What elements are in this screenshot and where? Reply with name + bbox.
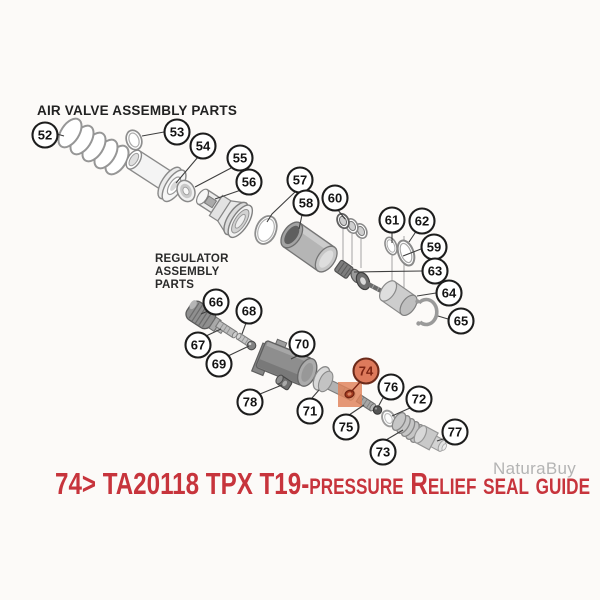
caption: 74> TA20118 TPX T19-pressure Relief seal… <box>55 466 591 501</box>
callout-65: 65 <box>447 307 475 335</box>
callout-66: 66 <box>202 288 230 316</box>
svg-text:61: 61 <box>385 213 399 228</box>
part-64-piston-drawing <box>378 280 418 317</box>
part-78-plug-drawing <box>275 374 293 391</box>
callout-52: 52 <box>31 121 59 149</box>
svg-text:65: 65 <box>454 314 468 329</box>
svg-text:52: 52 <box>38 128 52 143</box>
callout-73: 73 <box>369 438 397 466</box>
callout-59: 59 <box>420 233 448 261</box>
part-76-nut-drawing <box>372 405 383 415</box>
callout-77: 77 <box>441 418 469 446</box>
svg-text:76: 76 <box>384 380 398 395</box>
part-53-oring-drawing <box>125 129 143 151</box>
callout-62: 62 <box>408 207 436 235</box>
svg-text:72: 72 <box>412 392 426 407</box>
svg-text:60: 60 <box>328 191 342 206</box>
callout-68: 68 <box>235 297 263 325</box>
callout-69: 69 <box>205 350 233 378</box>
callout-70: 70 <box>288 330 316 358</box>
part-62-oring-drawing <box>396 239 416 267</box>
svg-text:53: 53 <box>170 125 184 140</box>
part-72-oring-drawing <box>381 409 396 428</box>
svg-text:64: 64 <box>442 286 457 301</box>
svg-text:66: 66 <box>209 295 223 310</box>
part-57-oring-drawing <box>254 215 278 245</box>
part-77-cap-drawing <box>413 425 447 452</box>
part-69-ball-drawing <box>246 340 257 351</box>
callout-55: 55 <box>226 144 254 172</box>
svg-text:63: 63 <box>428 264 442 279</box>
callout-54: 54 <box>189 132 217 160</box>
part-55-washer-drawing <box>176 179 196 203</box>
svg-text:71: 71 <box>303 404 317 419</box>
leader-lines <box>56 131 449 442</box>
callout-64: 64 <box>435 279 463 307</box>
callout-72: 72 <box>405 385 433 413</box>
svg-text:68: 68 <box>242 304 256 319</box>
callout-71: 71 <box>296 397 324 425</box>
svg-text:59: 59 <box>427 240 441 255</box>
part-67-pin-drawing <box>214 319 238 339</box>
svg-text:58: 58 <box>299 196 313 211</box>
svg-text:74: 74 <box>359 364 374 379</box>
part-60-orings-drawing <box>336 212 368 239</box>
callout-76: 76 <box>377 373 405 401</box>
svg-text:55: 55 <box>233 151 247 166</box>
svg-text:57: 57 <box>293 173 307 188</box>
leader-line-74 <box>350 380 362 393</box>
alignment-lines <box>342 229 405 289</box>
svg-text:70: 70 <box>295 337 309 352</box>
part-58-sleeve-drawing <box>280 221 338 273</box>
svg-text:78: 78 <box>243 395 257 410</box>
callout-61: 61 <box>378 206 406 234</box>
svg-text:56: 56 <box>242 175 256 190</box>
callout-78: 78 <box>236 388 264 416</box>
callout-60: 60 <box>321 184 349 212</box>
svg-text:67: 67 <box>191 338 205 353</box>
air-valve-title: AIR VALVE ASSEMBLY PARTS <box>37 103 238 118</box>
watermark: NaturaBuy <box>493 459 577 478</box>
callout-53: 53 <box>163 118 191 146</box>
callout-75: 75 <box>332 413 360 441</box>
part-61-oring-drawing <box>384 236 398 256</box>
part-52-spring-drawing <box>57 117 130 176</box>
callout-63: 63 <box>421 257 449 285</box>
svg-text:77: 77 <box>448 425 462 440</box>
svg-text:75: 75 <box>339 420 353 435</box>
callout-58: 58 <box>292 189 320 217</box>
part-65-snap-ring-drawing <box>415 297 439 327</box>
callout-74: 74 <box>352 357 380 385</box>
callout-57: 57 <box>286 166 314 194</box>
part-70-regulator-body-drawing <box>250 338 318 387</box>
svg-text:62: 62 <box>415 214 429 229</box>
svg-text:73: 73 <box>376 445 390 460</box>
regulator-title: REGULATOR ASSEMBLY PARTS <box>155 253 229 292</box>
callout-67: 67 <box>184 331 212 359</box>
svg-text:69: 69 <box>212 357 226 372</box>
svg-text:54: 54 <box>196 139 211 154</box>
callout-56: 56 <box>235 168 263 196</box>
part-56-valve-body-drawing <box>195 188 254 239</box>
